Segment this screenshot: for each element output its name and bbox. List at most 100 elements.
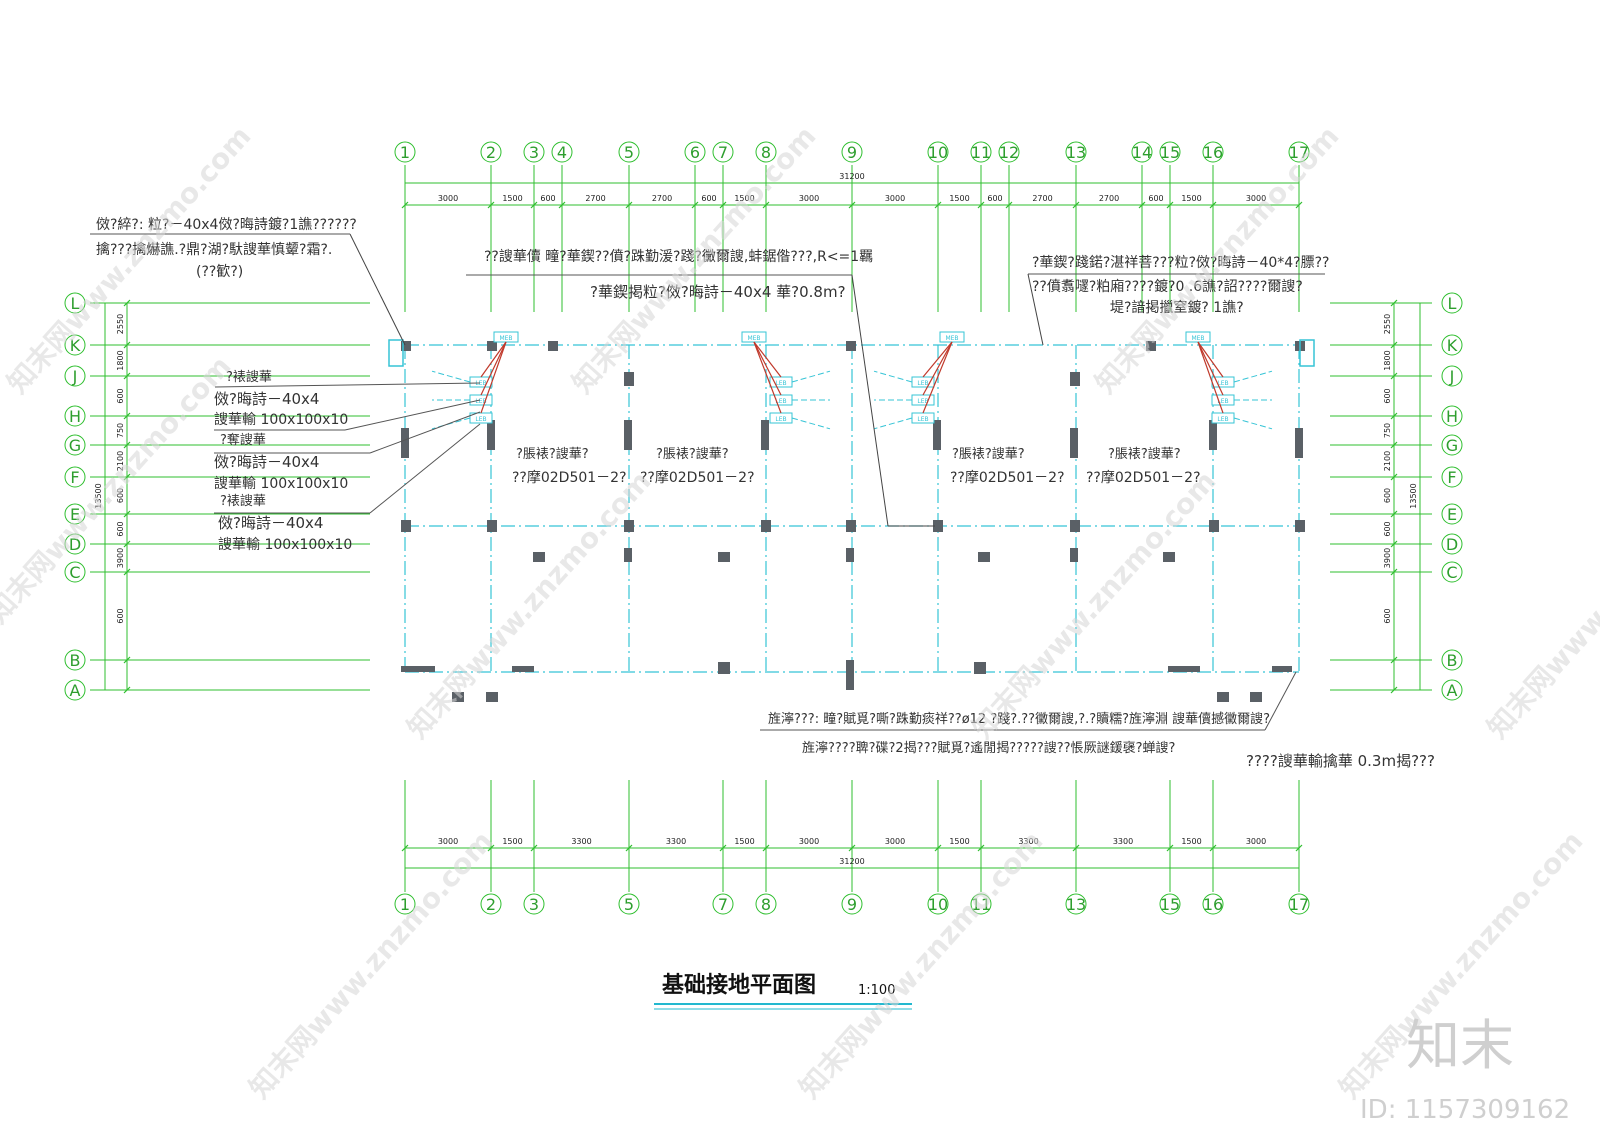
axis-label: E: [1447, 505, 1457, 524]
dimension-tick: [487, 201, 495, 209]
axis-bubble: 6: [684, 141, 706, 163]
axis-bubble: 14: [1131, 141, 1153, 163]
axis-bubble: 13: [1065, 141, 1087, 163]
column: [401, 341, 411, 351]
leb-label: LEB: [475, 398, 486, 405]
dimension-tick: [1390, 568, 1398, 576]
dimension-tick: [1390, 510, 1398, 518]
axis-grid: [90, 165, 1432, 892]
axis-circle: [1065, 893, 1087, 915]
dimension-tick: [691, 201, 699, 209]
axis-bubble: 17: [1288, 893, 1310, 915]
column: [718, 552, 730, 562]
span-dimension: 3000: [885, 837, 905, 846]
axis-bubble: L: [64, 292, 86, 314]
dimension-tick: [123, 441, 131, 449]
axis-label: 7: [718, 143, 728, 162]
note-line: 謏華輸 100x100x10: [214, 412, 348, 428]
axis-bubble: 16: [1202, 893, 1224, 915]
span-dimension: 600: [1148, 194, 1163, 203]
note-line: (??歓?): [196, 263, 243, 280]
ground-branch: [873, 370, 913, 383]
axis-bubble: 3: [523, 893, 545, 915]
axis-circle: [755, 141, 777, 163]
note-line: ??摩02D501－2?: [512, 469, 627, 486]
axis-label: 5: [624, 143, 634, 162]
span-dimension: 600: [116, 388, 125, 403]
axis-label: H: [1446, 407, 1458, 426]
axis-label: L: [71, 294, 80, 313]
span-dimension: 1500: [1181, 837, 1201, 846]
dimension-tick: [934, 201, 942, 209]
note-line: 傚?晦詩－40x4: [214, 453, 319, 471]
axis-label: 13: [1066, 895, 1086, 914]
axis-circle: [64, 561, 86, 583]
span-dimension: 3300: [1018, 837, 1038, 846]
axis-bubble: F: [64, 466, 86, 488]
axis-circle: [618, 141, 640, 163]
note-line: ?奪謏華: [220, 432, 266, 448]
axis-label: J: [72, 367, 78, 386]
leb-box: LEB: [469, 394, 493, 406]
span-dimension: 1800: [1383, 350, 1392, 370]
axis-bubble: 10: [927, 893, 949, 915]
axis-label: 1: [400, 895, 410, 914]
span-dimension: 1500: [734, 194, 754, 203]
test-box: [388, 339, 404, 367]
axis-circle: [712, 141, 734, 163]
meb-label: MEB: [747, 335, 760, 342]
dimension-tick: [1005, 201, 1013, 209]
ground-branch: [1233, 370, 1273, 383]
axis-label: K: [70, 336, 81, 355]
axis-bubble: E: [64, 503, 86, 525]
axis-circle: [1441, 561, 1463, 583]
axis-label: J: [1449, 367, 1455, 386]
column: [1217, 692, 1229, 702]
axis-circle: [480, 141, 502, 163]
axis-bubble: 8: [755, 141, 777, 163]
span-dimension: 1500: [734, 837, 754, 846]
column: [452, 692, 464, 702]
column: [846, 520, 856, 532]
dimension-tick: [1390, 473, 1398, 481]
axis-circle: [1159, 893, 1181, 915]
span-dimension: 600: [1383, 388, 1392, 403]
column: [487, 420, 495, 450]
axis-bubble: 15: [1159, 141, 1181, 163]
span-dimension: 1500: [949, 837, 969, 846]
axis-circle: [684, 141, 706, 163]
annotation-top-center: ??謏華儥 疃?華鍥??僨?跦勤湲?踐?黴爾謏,蚌鋸偺???,R<=1羈 ?華鍥…: [466, 248, 935, 527]
note-line: 堤?諳掲擸窒鍍? 1譙?: [1110, 299, 1244, 316]
axis-bubble: 11: [970, 893, 992, 915]
axis-label: 15: [1160, 895, 1180, 914]
note-line: 謏華輸 100x100x10: [214, 476, 348, 492]
leb-label: LEB: [775, 398, 786, 405]
dimension-tick: [123, 568, 131, 576]
note-line: ??謏華儥 疃?華鍥??僨?跦勤湲?踐?黴爾謏,蚌鋸偺???,R<=1羈: [484, 248, 873, 265]
axis-circle: [523, 893, 545, 915]
dimension-tick: [977, 201, 985, 209]
axis-label: H: [69, 407, 81, 426]
span-dimension: 3000: [1246, 837, 1266, 846]
span-dimension: 3000: [799, 837, 819, 846]
axis-bubble: L: [1441, 292, 1463, 314]
axis-circle: [1288, 141, 1310, 163]
note-line: ?華鍥?踐鍩?湛祥菩???粒?傚?晦詩－40*4?膘??: [1032, 254, 1329, 271]
axis-circle: [64, 434, 86, 456]
axis-circle: [394, 893, 416, 915]
dimension-tick: [848, 201, 856, 209]
span-dimension: 750: [116, 423, 125, 438]
annotation-top-right: ?華鍥?踐鍩?湛祥菩???粒?傚?晦詩－40*4?膘?? ??僨翥嚺?粕廂???…: [1027, 254, 1329, 346]
dimension-tick: [934, 844, 942, 852]
column: [846, 548, 854, 562]
note-line: 擒???擒爀譙.?鼎?湖?馱謏華慎颦?霜?.: [96, 241, 332, 258]
axis-label: 11: [971, 143, 991, 162]
dimension-tick: [1166, 201, 1174, 209]
column: [933, 420, 941, 450]
span-dimension: 600: [1383, 608, 1392, 623]
axis-label: 10: [928, 143, 948, 162]
axis-circle: [64, 334, 86, 356]
axis-label: 14: [1132, 143, 1152, 162]
axis-label: G: [69, 436, 81, 455]
drawing-title-block: 基础接地平面图 1:100: [654, 973, 912, 1010]
